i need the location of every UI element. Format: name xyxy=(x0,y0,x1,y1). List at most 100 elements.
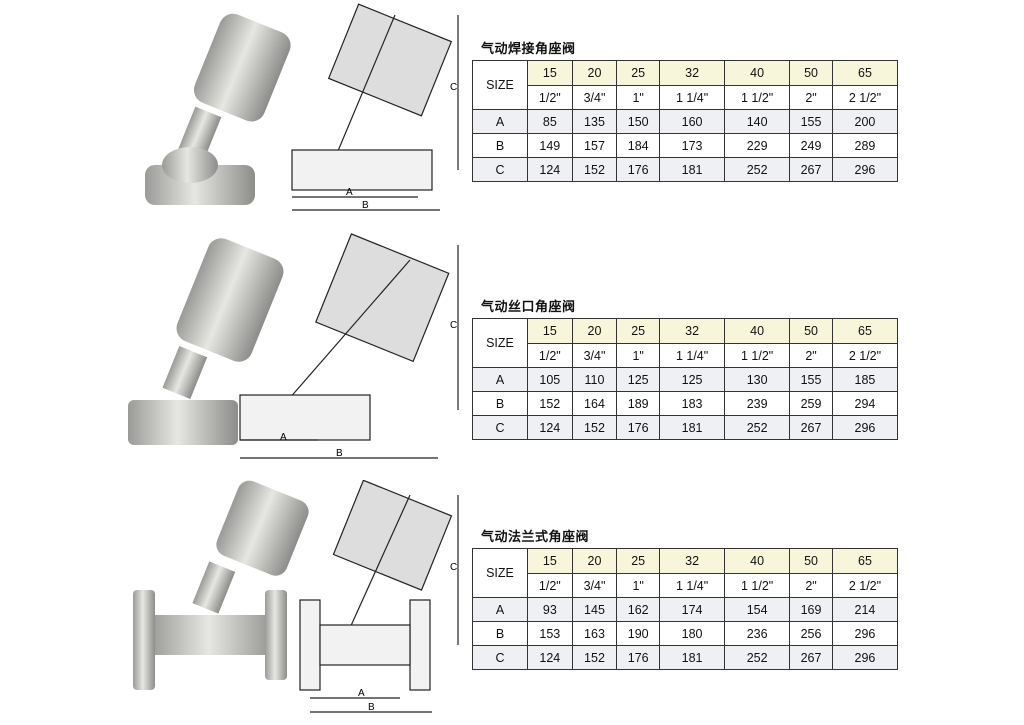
row-label: C xyxy=(472,645,528,670)
value-cell: 236 xyxy=(724,621,791,646)
row-label: A xyxy=(472,367,528,392)
value-cell: 259 xyxy=(789,391,833,416)
value-cell: 125 xyxy=(659,367,726,392)
dn-cell: 25 xyxy=(616,548,661,574)
row-label: B xyxy=(472,621,528,646)
dn-cell: 40 xyxy=(724,318,791,344)
value-cell: 85 xyxy=(527,109,573,134)
value-cell: 150 xyxy=(616,109,661,134)
dn-cell: 20 xyxy=(571,318,618,344)
value-cell: 184 xyxy=(616,133,661,158)
value-cell: 162 xyxy=(616,597,661,622)
dn-cell: 25 xyxy=(616,318,661,344)
value-cell: 110 xyxy=(571,367,618,392)
inch-cell: 1" xyxy=(616,573,661,598)
flanged-valve-illustration: A B C xyxy=(133,480,459,713)
inch-cell: 1 1/4" xyxy=(659,573,726,598)
value-cell: 93 xyxy=(527,597,573,622)
value-cell: 174 xyxy=(659,597,726,622)
value-cell: 155 xyxy=(789,367,833,392)
row-label: C xyxy=(472,157,528,182)
dn-cell: 15 xyxy=(527,60,573,86)
inch-cell: 1" xyxy=(616,343,661,368)
value-cell: 154 xyxy=(724,597,791,622)
inch-cell: 1" xyxy=(616,85,661,110)
value-cell: 289 xyxy=(831,133,899,158)
row-label: A xyxy=(472,597,528,622)
row-label: B xyxy=(472,133,528,158)
value-cell: 294 xyxy=(831,391,899,416)
dn-cell: 25 xyxy=(616,60,661,86)
value-cell: 135 xyxy=(571,109,618,134)
value-cell: 163 xyxy=(571,621,618,646)
dim-label-a: A xyxy=(280,432,287,443)
dim-label-a: A xyxy=(346,187,353,198)
size-inch-row: 1/2"3/4"1"1 1/4"1 1/2"2"2 1/2" xyxy=(473,85,899,110)
dim-label-c: C xyxy=(450,320,457,331)
value-cell: 296 xyxy=(831,621,899,646)
row-label: C xyxy=(472,415,528,440)
value-cell: 181 xyxy=(659,415,726,440)
value-cell: 130 xyxy=(724,367,791,392)
value-cell: 185 xyxy=(831,367,899,392)
value-cell: 214 xyxy=(831,597,899,622)
value-cell: 183 xyxy=(659,391,726,416)
dim-label-a: A xyxy=(358,688,365,699)
value-cell: 296 xyxy=(831,157,899,182)
dn-cell: 20 xyxy=(571,548,618,574)
value-cell: 160 xyxy=(659,109,726,134)
value-cell: 105 xyxy=(527,367,573,392)
inch-cell: 1/2" xyxy=(527,573,573,598)
valve-photo xyxy=(145,13,291,205)
value-cell: 180 xyxy=(659,621,726,646)
section-title: 气动焊接角座阀 xyxy=(481,41,576,56)
value-cell: 152 xyxy=(527,391,573,416)
dn-cell: 32 xyxy=(659,60,726,86)
value-cell: 229 xyxy=(724,133,791,158)
inch-cell: 1 1/2" xyxy=(724,343,791,368)
inch-cell: 1 1/4" xyxy=(659,343,726,368)
size-header: SIZE xyxy=(472,60,528,110)
dn-cell: 15 xyxy=(527,548,573,574)
section-title: 气动法兰式角座阀 xyxy=(481,529,590,544)
dn-cell: 50 xyxy=(789,548,833,574)
size-header: SIZE xyxy=(472,548,528,598)
inch-cell: 3/4" xyxy=(571,85,618,110)
value-cell: 190 xyxy=(616,621,661,646)
value-cell: 252 xyxy=(724,645,791,670)
value-cell: 124 xyxy=(527,645,573,670)
value-cell: 173 xyxy=(659,133,726,158)
dn-cell: 40 xyxy=(724,60,791,86)
dn-cell: 32 xyxy=(659,318,726,344)
valve-section-drawing xyxy=(291,3,459,211)
dn-cell: 32 xyxy=(659,548,726,574)
value-cell: 239 xyxy=(724,391,791,416)
value-cell: 181 xyxy=(659,645,726,670)
inch-cell: 1/2" xyxy=(527,343,573,368)
value-cell: 153 xyxy=(527,621,573,646)
inch-cell: 1 1/2" xyxy=(724,573,791,598)
value-cell: 152 xyxy=(571,645,618,670)
inch-cell: 2 1/2" xyxy=(831,573,899,598)
row-label: B xyxy=(472,391,528,416)
dn-cell: 40 xyxy=(724,548,791,574)
size-header: SIZE xyxy=(472,318,528,368)
dn-cell: 65 xyxy=(831,548,899,574)
dn-cell: 50 xyxy=(789,318,833,344)
inch-cell: 1/2" xyxy=(527,85,573,110)
value-cell: 189 xyxy=(616,391,661,416)
value-cell: 200 xyxy=(831,109,899,134)
inch-cell: 3/4" xyxy=(571,573,618,598)
inch-cell: 1 1/2" xyxy=(724,85,791,110)
